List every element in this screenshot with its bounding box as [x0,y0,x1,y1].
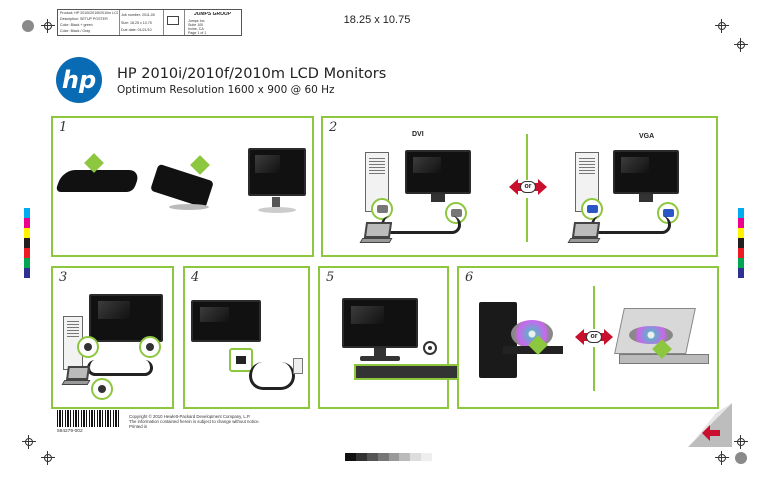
step-number: 6 [465,270,474,285]
laptop-illustration [571,222,601,238]
monitor-back-illustration [405,150,471,194]
copyright-line: Copyright © 2010 Hewlett-Packard Develop… [129,414,251,419]
laptop-illustration [363,222,393,238]
monitor-back-illustration [191,300,261,342]
slug-address-line: Jumps Inc. [188,19,206,23]
step-number: 1 [59,120,68,135]
power-port-icon [229,348,253,372]
or-arrow-icon: or [575,329,613,345]
disc-icon [629,326,673,344]
step-number: 3 [59,270,68,285]
slug-address-line: Page 1 of 1 [188,31,207,35]
slug-mid-row: Size: 18.25 x 10.75 [121,21,152,25]
audio-cable [87,360,153,376]
monitor-back-illustration [613,150,679,194]
monitor-front-illustration [342,298,418,348]
poster-dimensions: 18.25 x 10.75 [343,14,411,26]
desktop-tower-illustration [479,302,517,378]
slug-row: Color: Black + green [60,23,93,27]
page-title: HP 2010i/2010f/2010m LCD Monitors [117,66,387,82]
slug-logo: JUMPS GROUP [194,12,231,17]
power-button-icon [423,341,437,355]
step-number: 5 [326,270,335,285]
step-number: 4 [191,270,200,285]
slug-address-line: Irvine, CA [188,27,204,31]
or-arrow-icon: or [509,179,547,195]
page-subtitle: Optimum Resolution 1600 x 900 @ 60 Hz [117,84,335,96]
dvi-cable [381,216,461,234]
laptop-illustration [66,366,90,380]
monitor-back-illustration [89,294,163,342]
registration-mark-icon [734,435,748,449]
registration-mark-icon [41,451,55,465]
gray-scale-bar [345,453,432,461]
step-panel-5: 5 [318,266,460,409]
wall-outlet-icon [293,358,303,374]
page-peel-icon [688,403,732,447]
step-panel-2: 2 DVI VGA or [321,116,718,257]
slug-mid-row: Due date: 01/21/10 [121,28,152,32]
step-number: 2 [329,120,338,135]
dvi-label: DVI [412,131,424,138]
vga-label: VGA [639,133,655,140]
corner-dot-icon [735,452,747,464]
color-bar [738,208,744,278]
dvi-port-icon [371,198,393,220]
vga-cable [591,216,671,234]
slug-row: Color: Black / Gray [60,29,91,33]
audio-port-icon [77,336,99,358]
front-control-panel [354,364,460,380]
slug-row: Description: SETUP POSTER [60,17,108,21]
headphone-jack-icon [91,378,113,400]
step-panel-1: 1 [51,116,314,257]
divider-line [526,134,528,180]
divider-line [526,198,528,242]
registration-mark-icon [41,19,55,33]
step-panel-6: 6 or [457,266,719,409]
or-label: or [586,331,602,343]
or-label: or [520,181,536,193]
copyright-line: Printed in [129,424,148,429]
corner-dot-icon [22,20,34,32]
part-number: 594279-002 [57,429,83,434]
registration-mark-icon [715,451,729,465]
copyright-block: Copyright © 2010 Hewlett-Packard Develop… [129,414,329,429]
slug-row: Product: HP 2010i/2010f/2010m LCD Monito… [60,11,118,15]
slug-color-box [167,16,179,25]
step-panel-3: 3 [51,266,174,409]
power-cable [249,362,295,390]
divider-line [593,286,595,329]
slug-mid-row: Job number: 2011-00 [121,13,155,17]
registration-mark-icon [715,19,729,33]
hp-logo-icon: hp [56,57,102,103]
rotate-arrow-icon [190,155,210,175]
registration-mark-icon [22,435,36,449]
print-slug: Product: HP 2010i/2010f/2010m LCD Monito… [57,9,242,36]
monitor-flat-illustration [54,170,142,192]
slug-address-line: Suite 100 [188,23,204,27]
color-bar [24,208,30,278]
registration-mark-icon [734,38,748,52]
divider-line [593,347,595,391]
barcode-icon [57,410,120,427]
audio-port-icon [139,336,161,358]
copyright-line: The information contained herein is subj… [129,419,260,424]
monitor-upright-illustration [248,148,306,196]
vga-port-icon [581,198,603,220]
step-panel-4: 4 [183,266,310,409]
